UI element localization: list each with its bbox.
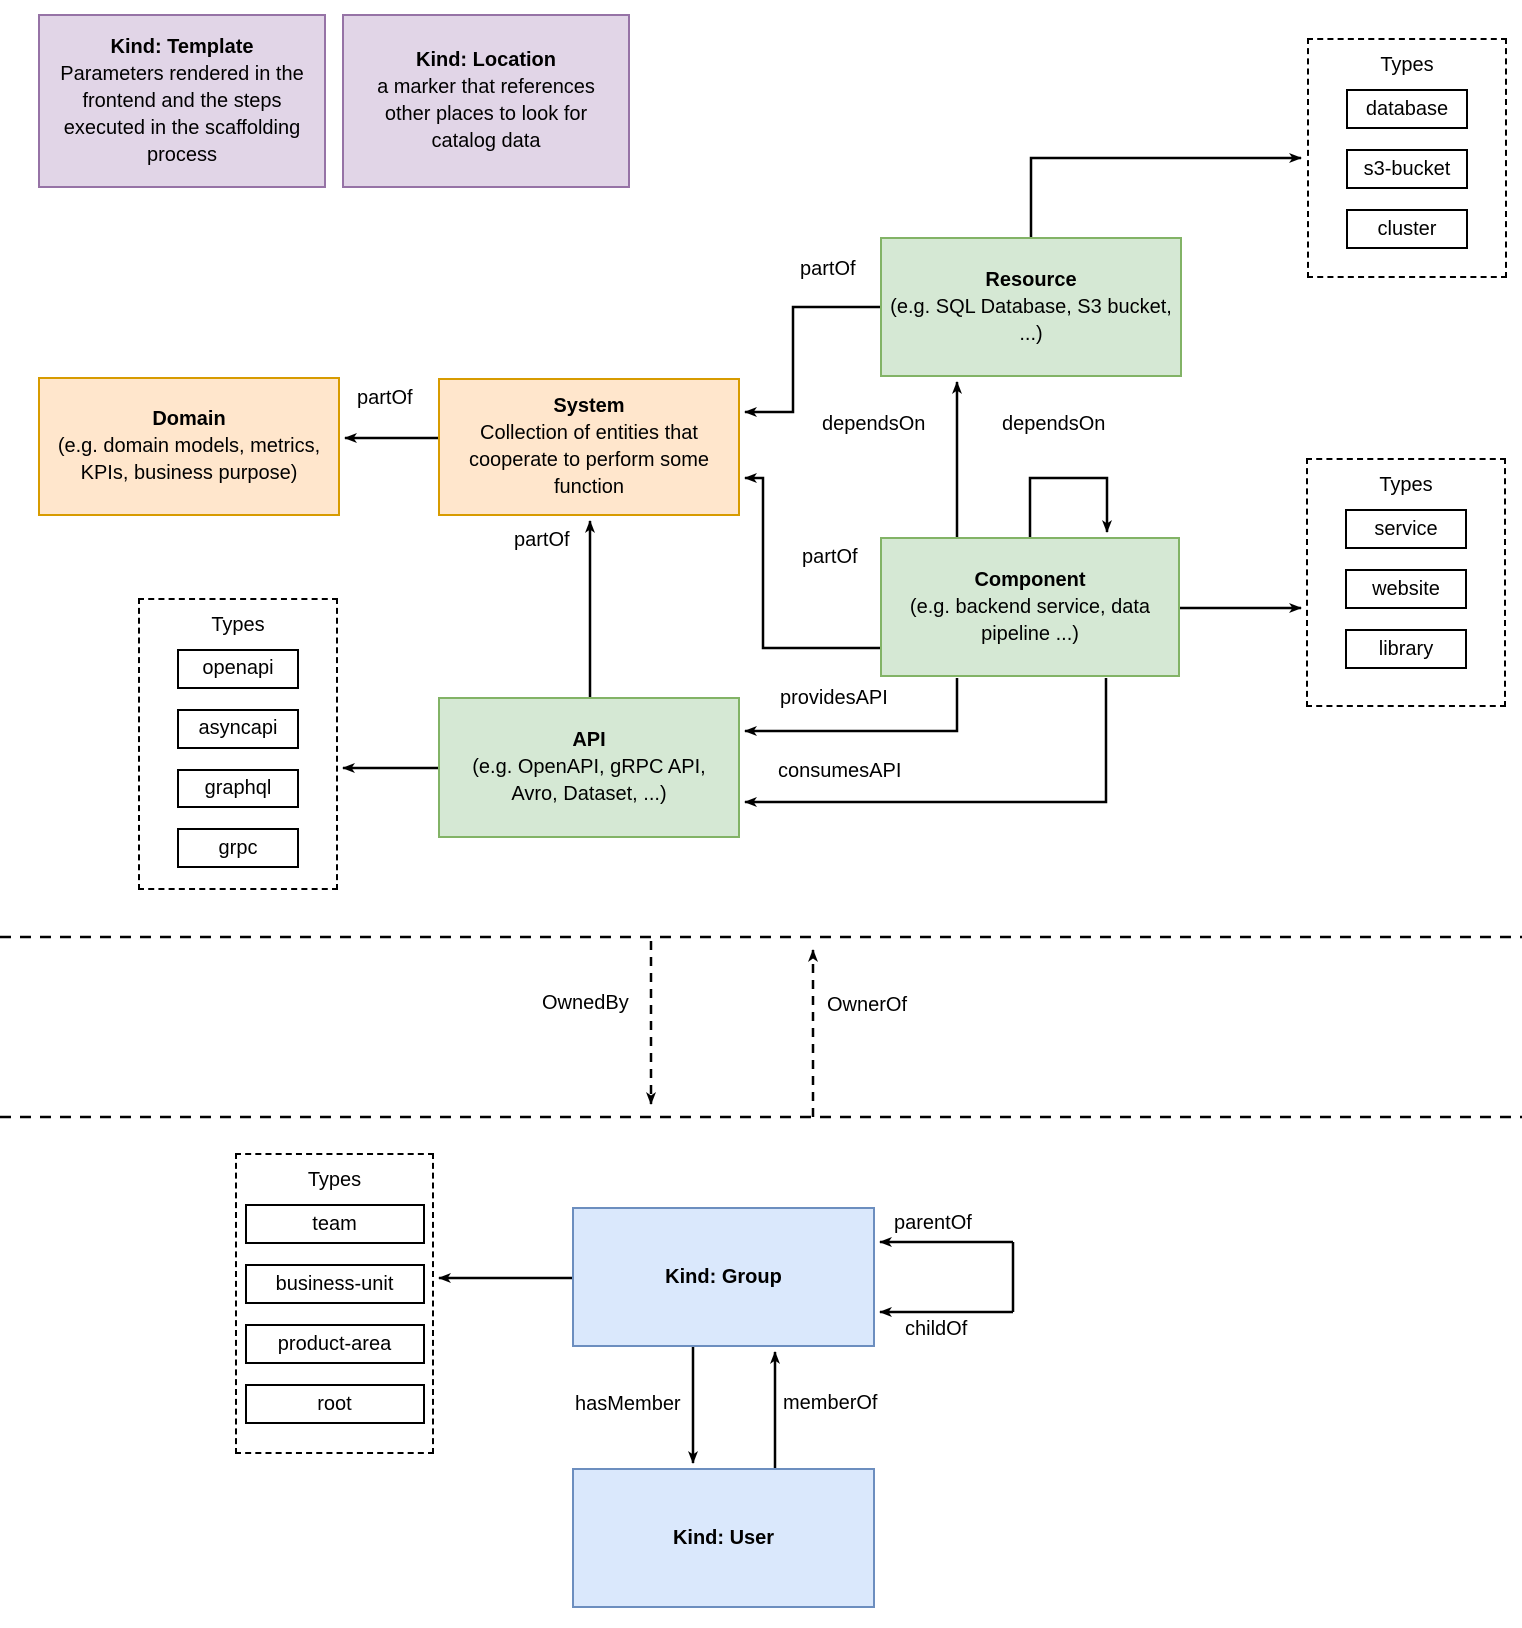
group-types-title: Types	[307, 1169, 362, 1191]
type-item-graphql: graphql	[177, 768, 299, 809]
connector-resource-types	[1029, 153, 1302, 237]
edge-label-providesapi: providesAPI	[778, 687, 890, 709]
edge-label-partof-system: partOf	[355, 387, 415, 409]
type-item-team: team	[244, 1204, 425, 1244]
system-entity-title: System	[553, 395, 625, 417]
group-entity-title: Kind: Group	[665, 1265, 782, 1288]
api-entity-description: (e.g. OpenAPI, gRPC API, Avro, Dataset, …	[472, 756, 706, 805]
api-entity-title: API	[572, 729, 606, 751]
resource-entity-title: Resource	[985, 268, 1077, 291]
edge-label-consumesapi: consumesAPI	[776, 760, 904, 782]
group-types-group: Types team business-unit product-area ro…	[235, 1153, 434, 1454]
edge-label-ownedby: OwnedBy	[540, 992, 631, 1014]
edge-label-dependson-resource: dependsOn	[820, 413, 928, 435]
type-item-product-area: product-area	[244, 1324, 425, 1364]
resource-entity-box: Resource (e.g. SQL Database, S3 bucket, …	[880, 237, 1182, 377]
connector-resource-partof-system	[744, 305, 880, 417]
system-entity-description: Collection of entities that cooperate to…	[468, 422, 710, 498]
location-kind-title: Kind: Location	[416, 49, 556, 71]
edge-label-parentof: parentOf	[892, 1212, 974, 1234]
group-entity-box: Kind: Group	[572, 1207, 875, 1347]
location-kind-description: a marker that references other places to…	[377, 76, 595, 152]
user-entity-title: Kind: User	[672, 1526, 775, 1549]
edge-label-dependson-self: dependsOn	[1000, 413, 1108, 435]
resource-types-title: Types	[1380, 54, 1434, 76]
type-item-grpc: grpc	[177, 828, 299, 868]
type-item-library: library	[1345, 629, 1467, 669]
type-item-root: root	[244, 1384, 425, 1424]
component-types-title: Types	[1379, 474, 1433, 496]
component-types-group: Types service website library	[1306, 458, 1506, 707]
template-kind-title: Kind: Template	[110, 35, 254, 58]
type-item-s3-bucket: s3-bucket	[1346, 149, 1468, 189]
type-item-cluster: cluster	[1346, 209, 1468, 249]
domain-entity-description: (e.g. domain models, metrics, KPIs, busi…	[57, 435, 321, 484]
template-kind-box: Kind: Template Parameters rendered in th…	[38, 14, 326, 188]
resource-types-group: Types database s3-bucket cluster	[1307, 38, 1507, 278]
resource-entity-description: (e.g. SQL Database, S3 bucket, ...)	[890, 295, 1172, 345]
edge-label-partof-component: partOf	[800, 546, 860, 568]
api-types-group: Types openapi asyncapi graphql grpc	[138, 598, 338, 890]
component-entity-box: Component (e.g. backend service, data pi…	[880, 537, 1180, 677]
api-types-title: Types	[211, 614, 265, 636]
type-item-business-unit: business-unit	[244, 1264, 425, 1304]
location-kind-box: Kind: Location a marker that references …	[342, 14, 630, 188]
edge-label-childof: childOf	[903, 1318, 970, 1340]
user-entity-box: Kind: User	[572, 1468, 875, 1608]
edge-label-partof-resource: partOf	[798, 258, 858, 280]
system-entity-box: System Collection of entities that coope…	[438, 378, 740, 516]
type-item-openapi: openapi	[177, 649, 299, 689]
edge-label-hasmember: hasMember	[573, 1393, 683, 1415]
component-entity-description: (e.g. backend service, data pipeline ...…	[909, 595, 1151, 645]
connector-component-dependson-self	[1028, 476, 1112, 537]
edge-label-ownerof: OwnerOf	[825, 994, 910, 1016]
component-entity-title: Component	[974, 568, 1086, 591]
edge-label-partof-api: partOf	[512, 529, 572, 551]
api-entity-box: API (e.g. OpenAPI, gRPC API, Avro, Datas…	[438, 697, 740, 838]
edge-label-memberof: memberOf	[781, 1392, 880, 1414]
type-item-asyncapi: asyncapi	[177, 708, 299, 749]
template-kind-description: Parameters rendered in the frontend and …	[60, 62, 304, 166]
type-item-website: website	[1345, 569, 1467, 609]
domain-entity-title: Domain	[152, 408, 226, 430]
type-item-database: database	[1346, 89, 1468, 129]
type-item-service: service	[1345, 509, 1467, 549]
domain-entity-box: Domain (e.g. domain models, metrics, KPI…	[38, 377, 340, 516]
